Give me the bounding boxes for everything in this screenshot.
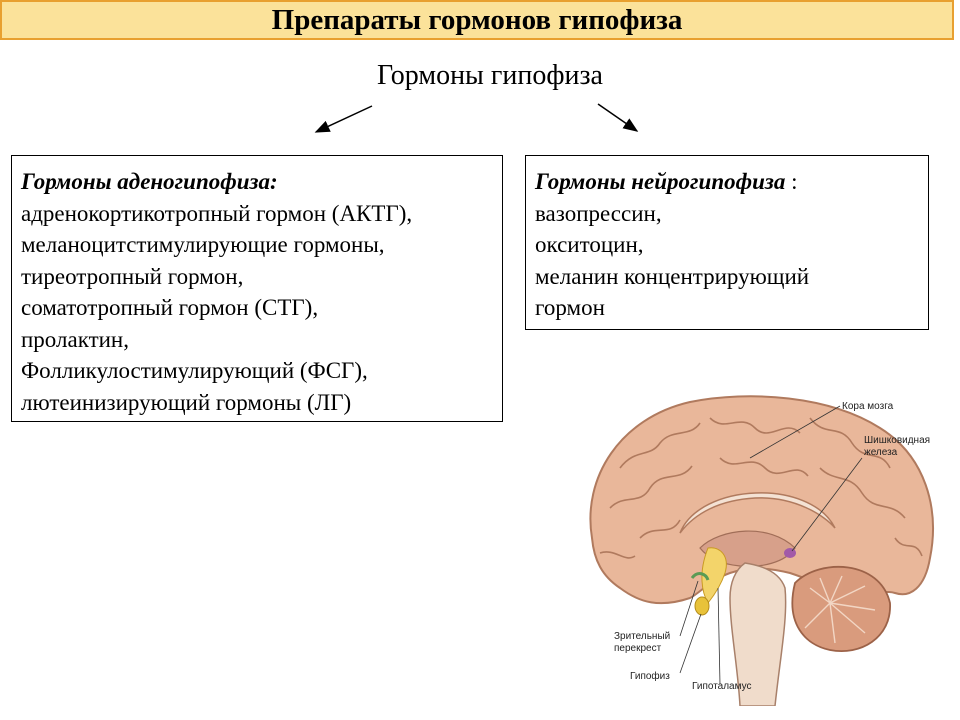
heading-suffix: : [785,169,798,194]
brain-illustration [589,395,934,706]
title-bar: Препараты гормонов гипофиза [0,0,954,40]
slide-title: Препараты гормонов гипофиза [271,3,683,36]
adenohypophysis-box: Гормоны аденогипофиза: адренокортикотроп… [11,155,503,422]
label-pineal: Шишковидная железа [864,435,930,459]
list-item: тиреотропный гормон, [21,263,244,289]
list-item: Фолликулостимулирующий (ФСГ), [21,358,368,383]
pituitary-shape [694,596,710,616]
list-item: лютеинизирующий гормоны (ЛГ) [21,389,352,415]
neurohypophysis-box: Гормоны нейрогипофиза : вазопрессин, окс… [525,155,929,330]
neurohypophysis-heading-line: Гормоны нейрогипофиза : [535,166,919,198]
arrow-left [314,105,373,133]
pineal-shape [784,548,796,558]
label-cortex: Кора мозга [842,401,894,412]
label-chiasm-line1: Зрительный [614,631,671,642]
arrow-right [597,103,639,132]
corpus-callosum [679,492,836,534]
label-pituitary: Гипофиз [630,671,670,682]
list-item: адренокортикотропный гормон (АКТГ), [21,200,413,226]
brainstem [729,562,787,706]
list-item: окситоцин, [535,232,644,257]
label-chiasm: Зрительный перекрест [614,631,670,655]
hypothalamus-shape [701,547,727,604]
subtitle: Гормоны гипофиза [377,60,603,91]
list-item: пролактин, [21,326,129,352]
label-chiasm-line2: перекрест [614,643,662,654]
label-hypothalamus: Гипоталамус [692,681,752,692]
label-pineal-line1: Шишковидная [864,435,931,446]
label-pineal-line2: железа [864,447,898,458]
list-item: меланоцитстимулирующие гормоны, [21,232,385,257]
list-item: соматотропный гормон (СТГ), [21,295,319,320]
adenohypophysis-heading: Гормоны аденогипофиза: [21,169,278,194]
neurohypophysis-heading: Гормоны нейрогипофиза [535,169,786,194]
list-item: вазопрессин, [535,200,662,226]
cerebrum [589,395,934,605]
list-item: меланин концентрирующий [535,263,810,289]
list-item: гормон [535,295,605,320]
cerebellum [791,565,891,652]
